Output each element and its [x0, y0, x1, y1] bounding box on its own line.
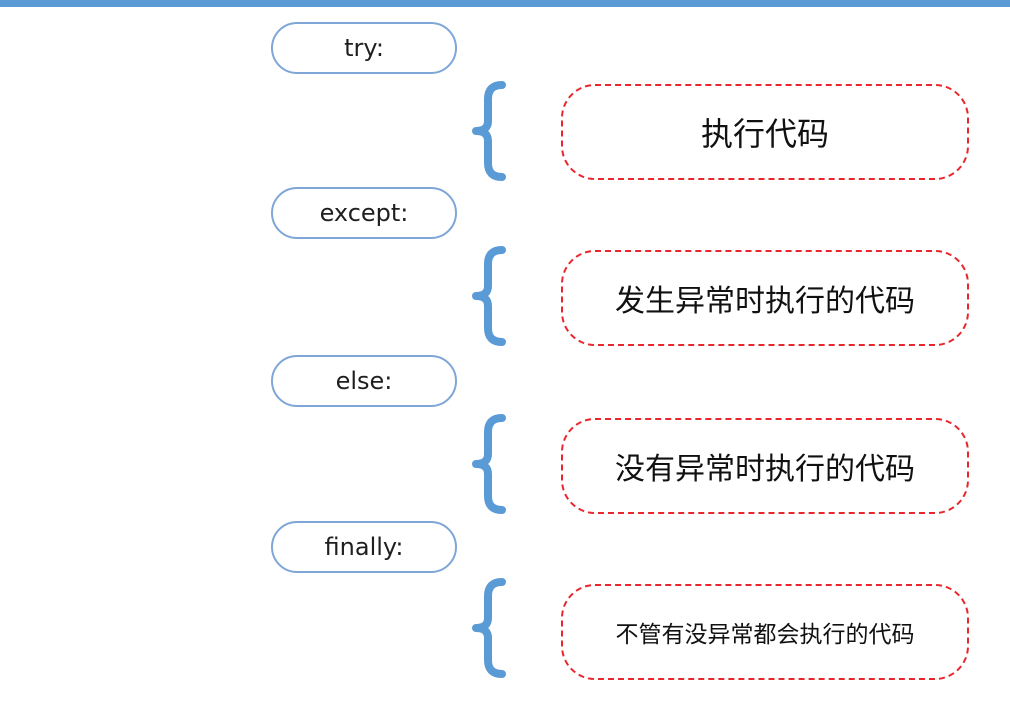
try-curly-brace-icon [470, 81, 510, 181]
except-description: 发生异常时执行的代码 [615, 284, 915, 319]
except-code-box: 发生异常时执行的代码 [561, 250, 969, 346]
except-keyword-label: except: [319, 199, 409, 227]
try-keyword-label: try: [344, 34, 384, 62]
finally-code-box: 不管有没异常都会执行的代码 [561, 584, 969, 680]
else-keyword-label: else: [335, 367, 393, 395]
try-description: 执行代码 [700, 115, 829, 153]
else-keyword-pill: else: [271, 355, 457, 407]
except-keyword-pill: except: [271, 187, 457, 239]
else-description: 没有异常时执行的代码 [615, 452, 915, 487]
else-code-box: 没有异常时执行的代码 [561, 418, 969, 514]
finally-keyword-label: finally: [324, 533, 404, 561]
try-keyword-pill: try: [271, 22, 457, 74]
finally-description: 不管有没异常都会执行的代码 [615, 622, 915, 648]
finally-keyword-pill: finally: [271, 521, 457, 573]
finally-curly-brace-icon [470, 578, 510, 678]
try-code-box: 执行代码 [561, 84, 969, 180]
top-accent-bar [0, 0, 1010, 7]
except-curly-brace-icon [470, 246, 510, 346]
else-curly-brace-icon [470, 414, 510, 514]
